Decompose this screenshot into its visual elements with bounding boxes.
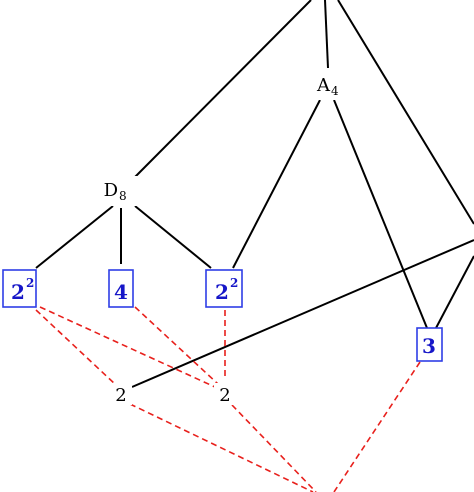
- node-c2-left-label: 2: [115, 385, 126, 406]
- node-v22-mid: 2 2: [205, 269, 243, 308]
- edge-top-right: [337, 0, 474, 225]
- edge-a4-v22-mid: [232, 99, 321, 269]
- dashed-edges: [35, 306, 421, 492]
- node-d8: D 8: [100, 176, 140, 206]
- node-v22-mid-exponent: 2: [230, 276, 238, 290]
- node-v4-label: 4: [114, 280, 128, 304]
- dashed-edge-v22-left-c2-mid: [39, 306, 216, 388]
- node-c2-mid-label: 2: [219, 385, 230, 406]
- node-v4: 4: [108, 269, 134, 308]
- edge-right-v3: [435, 255, 474, 329]
- edge-a4-v3: [333, 99, 428, 329]
- edge-d8-v22-left: [35, 205, 114, 269]
- node-c2-left: 2: [110, 383, 132, 406]
- node-c2-mid: 2: [214, 383, 236, 406]
- node-v22-mid-base: 2: [215, 280, 229, 304]
- node-a4-base: A: [316, 75, 331, 96]
- dashed-edge-c2-mid-bottom: [231, 404, 317, 492]
- node-v22-left: 2 2: [2, 269, 37, 308]
- node-v3: 3: [416, 327, 443, 362]
- dashed-edge-v22-left-c2-left: [35, 309, 117, 386]
- edge-d8-v22-mid: [134, 205, 212, 269]
- node-d8-base: D: [104, 180, 118, 201]
- node-v22-left-base: 2: [11, 280, 25, 304]
- dashed-edge-c2-left-bottom: [129, 403, 314, 492]
- node-d8-subscript: 8: [119, 189, 127, 203]
- solid-edges: [35, 0, 474, 388]
- edge-top-d8: [133, 0, 312, 179]
- edge-right-c2-left: [131, 239, 474, 388]
- node-v3-label: 3: [422, 334, 436, 358]
- node-v22-left-exponent: 2: [26, 276, 34, 290]
- edge-top-a4: [324, 0, 329, 69]
- dashed-edge-v3-bottom: [333, 361, 421, 492]
- node-a4-subscript: 4: [331, 84, 339, 98]
- dashed-edge-v4-c2-mid: [134, 306, 219, 385]
- node-a4: A 4: [310, 70, 346, 100]
